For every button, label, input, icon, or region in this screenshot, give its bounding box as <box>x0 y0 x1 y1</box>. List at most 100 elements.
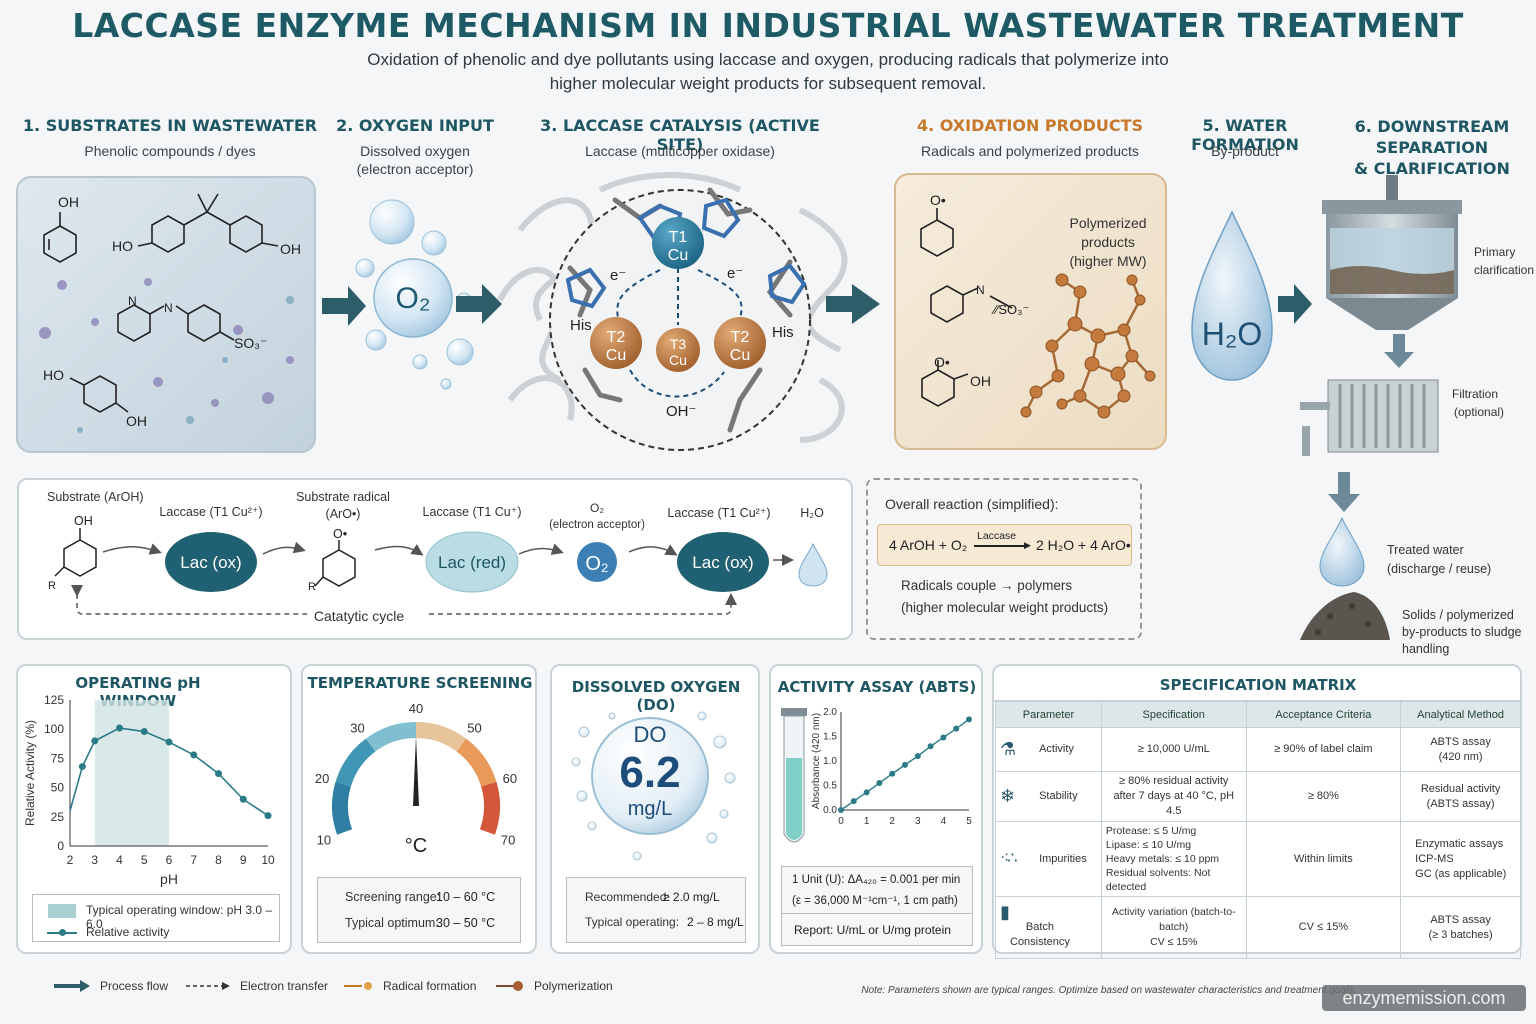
gauge-unit: °C <box>405 835 427 857</box>
t3-label: T3 <box>670 336 687 352</box>
table-row: ⚗ Activity ≥ 10,000 U/mL ≥ 90% of label … <box>995 727 1521 772</box>
polymer-label-1: Polymerized <box>1069 215 1146 231</box>
assay-data-point <box>902 761 908 768</box>
page-subtitle: Oxidation of phenolic and dye pollutants… <box>300 48 1236 96</box>
downstream-lower <box>1300 472 1390 640</box>
stage-1-subtitle: Phenolic compounds / dyes <box>84 143 256 159</box>
overall-note-2: (higher molecular weight products) <box>901 600 1109 615</box>
temp-range-value: 10 – 60 °C <box>436 890 496 904</box>
spec-param-cell: ❄ Stability <box>995 771 1102 822</box>
assay-divider <box>782 913 972 914</box>
assay-info-box: 1 Unit (U): ΔA₄₂₀ = 0.001 per min (ε = 3… <box>781 866 973 946</box>
ph-legend-dot <box>59 929 66 936</box>
clarifier-tank <box>1322 175 1462 330</box>
spec-param: Activity <box>1039 743 1074 756</box>
stage-6-title-1: 6. DOWNSTREAM SEPARATION <box>1354 117 1510 157</box>
azo-dye-molecule <box>117 304 235 342</box>
assay-y-tick: 1.5 <box>823 732 837 743</box>
filtration-unit <box>1300 379 1439 456</box>
substrate-so3: SO₃⁻ <box>234 335 267 351</box>
spec-param: Impurities <box>1039 852 1087 865</box>
stage-5-subtitle: By-product <box>1211 143 1279 159</box>
spec-spec-line: ≥ 80% residual activity <box>1119 775 1229 787</box>
temp-opt-value: 30 – 50 °C <box>436 916 496 930</box>
water-label: H₂O <box>1202 316 1262 352</box>
spec-param-cell: ⁖∴ Impurities <box>995 821 1102 897</box>
gauge-tick-label: 40 <box>409 701 423 716</box>
treated-label-1: Treated water <box>1387 543 1464 557</box>
ph-x-tick: 8 <box>215 853 222 867</box>
legend-radical: Radical formation <box>383 979 477 993</box>
t2-copper-left <box>590 317 642 369</box>
assay-x-tick: 1 <box>864 816 870 827</box>
subtitle-line-2: higher molecular weight products for sub… <box>549 74 987 93</box>
ph-y-tick: 100 <box>44 722 64 736</box>
overall-title: Overall reaction (simplified): <box>885 496 1059 512</box>
assay-title: ACTIVITY ASSAY (ABTS) <box>777 678 977 696</box>
cycle-r-1: R <box>48 580 56 592</box>
ph-x-label: pH <box>160 871 178 887</box>
t1-label: T1 <box>669 229 688 246</box>
ph-x-tick: 10 <box>261 853 275 867</box>
spec-method-line: ICP-MS <box>1415 852 1454 865</box>
assay-data-point <box>966 716 972 723</box>
temp-range-label: Screening range: <box>345 890 441 904</box>
product-radical-1: O• <box>930 192 946 208</box>
ph-data-point <box>239 795 247 803</box>
assay-x-label: Time (min) <box>889 831 941 832</box>
reaction-arrow <box>974 545 1028 547</box>
do-info-box: Recommended: ≥ 2.0 mg/L Typical operatin… <box>566 877 746 943</box>
gauge-tick-label: 70 <box>501 833 515 848</box>
assay-data-point <box>838 807 844 813</box>
ph-x-tick: 6 <box>166 853 173 867</box>
ph-x-tick: 5 <box>141 853 148 867</box>
t2-right-cu: Cu <box>730 347 750 364</box>
spec-spec-line: Heavy metals: ≤ 10 ppm <box>1105 853 1220 865</box>
water-drop <box>1191 210 1273 381</box>
stage-3-subtitle: Laccase (multicopper oxidase) <box>585 143 775 159</box>
sludge-pile <box>1300 592 1390 640</box>
gauge-segment <box>332 781 353 835</box>
ph-data-point <box>264 812 272 820</box>
spec-accept-cell: Within limits <box>1245 821 1402 897</box>
do-unit: mg/L <box>627 798 673 820</box>
t2-left-cu: Cu <box>606 347 626 364</box>
t3-copper <box>656 328 700 372</box>
stage-5-title: 5. WATER FORMATION <box>1191 116 1299 154</box>
substrate-oh-3: OH <box>126 413 147 429</box>
polymer-label-3: (higher MW) <box>1069 253 1146 269</box>
spec-accept-cell: CV ≤ 15% <box>1245 896 1402 959</box>
cycle-o2-top2: (electron acceptor) <box>549 519 645 531</box>
spec-header-param: Parameter <box>995 701 1102 728</box>
assay-y-tick: 0.5 <box>823 781 837 792</box>
stage-2-subtitle-2: (electron acceptor) <box>356 161 474 177</box>
his-right: His <box>772 324 794 341</box>
spec-method-line: (≥ 3 batches) <box>1428 928 1493 941</box>
cycle-lac1: Lac (ox) <box>180 553 241 572</box>
table-row: ⁖∴ Impurities Protease: ≤ 5 U/mg Lipase:… <box>995 821 1521 897</box>
his-left: His <box>570 317 592 334</box>
down-arrow-2 <box>1328 472 1360 512</box>
assay-x-tick: 2 <box>889 816 895 827</box>
bisphenol-molecule <box>137 193 279 253</box>
catalytic-cycle-diagram: Substrate (ArOH) OH R Laccase (T1 Cu²⁺) … <box>47 490 828 624</box>
ph-activity-line <box>69 727 269 817</box>
particles-icon: ⁖∴ <box>1000 850 1018 868</box>
assay-unit-line-1: 1 Unit (U): ΔA₄₂₀ = 0.001 per min <box>792 874 961 886</box>
stage-4-title: 4. OXIDATION PRODUCTS <box>916 116 1144 135</box>
gauge-segment <box>365 722 417 752</box>
ph-y-tick: 50 <box>51 781 65 795</box>
ph-x-tick: 4 <box>116 853 123 867</box>
test-tube <box>781 708 807 843</box>
spec-method-line: ABTS assay <box>1430 735 1491 748</box>
spec-method-cell: Enzymatic assays ICP-MS GC (as applicabl… <box>1400 821 1521 897</box>
assay-y-tick: 0.0 <box>823 805 837 816</box>
ph-data-point <box>215 770 222 778</box>
cycle-lac2: Lac (red) <box>438 553 506 572</box>
o2-node <box>577 542 617 582</box>
t1-cu-label: Cu <box>668 247 688 264</box>
ph-data-point <box>190 751 198 759</box>
